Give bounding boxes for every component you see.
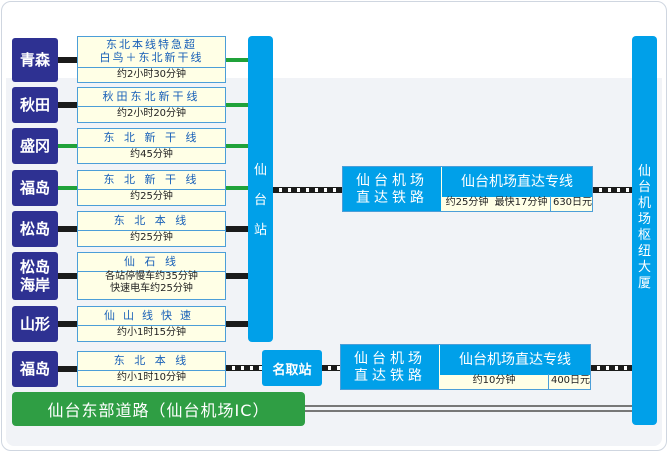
rail-access1-airport (593, 187, 632, 193)
sendai-tobu-road: 仙台东部道路（仙台机场IC） (12, 392, 305, 426)
rail-fukushima-natori (226, 365, 262, 371)
line-shirotori-shinkansen: 东北本线特急超 白鸟＋东北新干线 约2小时30分钟 (77, 36, 226, 83)
airport-access-natori: 仙台机场 直达铁路 仙台机场直达专线 约10分钟 400日元 (340, 344, 591, 390)
airport-access-sendai: 仙台机场 直达铁路 仙台机场直达专线 约25分钟 最快17分钟 630日元 (342, 166, 593, 212)
city-aomori: 青森 (12, 38, 58, 82)
rail-access2-airport (591, 365, 632, 371)
connector-senzan-sendai (226, 321, 248, 327)
sendai-station: 仙 台 站 (248, 36, 273, 342)
connector-aomori (58, 57, 77, 63)
city-yamagata: 山形 (12, 306, 58, 342)
connector-shinkansen-sendai (226, 58, 248, 62)
airport-terminal-building: 仙台机场枢纽大厦 (632, 36, 657, 425)
city-matsushima-kaigan: 松岛 海岸 (12, 252, 58, 300)
rail-natori-access2 (322, 365, 340, 371)
natori-station: 名取站 (262, 350, 322, 386)
connector-fukushima-natori (58, 366, 77, 372)
connector-fukushima-sendai (226, 186, 248, 190)
connector-morioka (58, 144, 77, 148)
line-tohoku-main-matsushima: 东 北 本 线 约25分钟 (77, 211, 226, 247)
line-tohoku-shinkansen-fukushima: 东 北 新 干 线 约25分钟 (77, 170, 226, 206)
line-tohoku-main-natori: 东 北 本 线 约小1时10分钟 (77, 351, 226, 387)
road-line-lower (305, 410, 632, 412)
connector-akita-sendai (226, 103, 248, 107)
connector-morioka-sendai (226, 144, 248, 148)
connector-matsushima-kaigan (58, 273, 77, 279)
city-fukushima-natori: 福岛 (12, 351, 58, 387)
connector-matsushima (58, 226, 77, 232)
line-tohoku-shinkansen-morioka: 东 北 新 干 线 约45分钟 (77, 128, 226, 164)
connector-senseki-sendai (226, 273, 248, 279)
city-akita: 秋田 (12, 87, 58, 123)
connector-fukushima (58, 186, 77, 190)
connector-matsushima-sendai (226, 226, 248, 232)
connector-yamagata (58, 321, 77, 327)
city-fukushima: 福岛 (12, 170, 58, 206)
line-senseki: 仙 石 线 各站停慢车约35分钟 快速电车约25分钟 (77, 252, 226, 300)
rail-sendai-airport-line (273, 187, 342, 193)
road-line-upper (305, 405, 632, 407)
connector-akita (58, 102, 77, 108)
city-morioka: 盛冈 (12, 128, 58, 164)
line-senzan: 仙山线快速 约小1时15分钟 (77, 306, 226, 342)
line-akita-shinkansen: 秋田东北新干线 约2小时20分钟 (77, 87, 226, 123)
city-matsushima: 松岛 (12, 211, 58, 247)
